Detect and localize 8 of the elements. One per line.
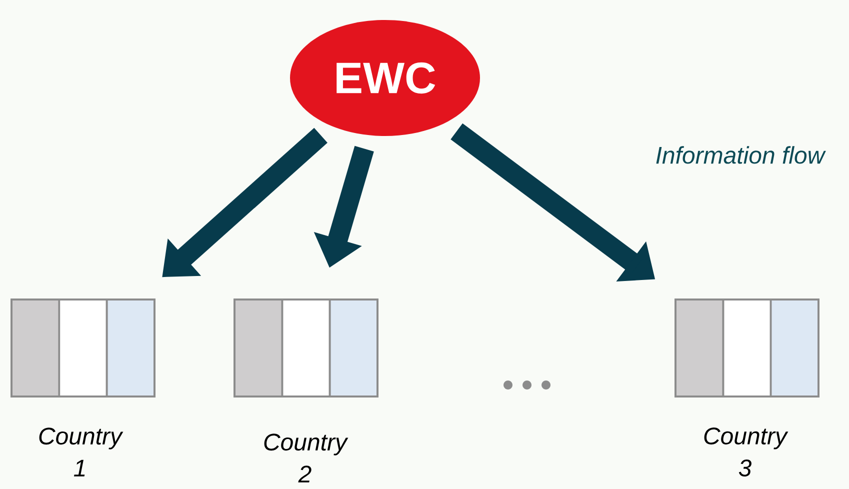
edge-label: Information flow — [653, 144, 827, 166]
flag-box — [674, 298, 820, 398]
country-label: Country 2 — [264, 434, 348, 482]
ellipse-node: EWC — [290, 20, 480, 136]
country-label: Country 1 — [39, 428, 124, 476]
flag-box — [234, 298, 378, 398]
country-label: Country 3 — [704, 428, 788, 476]
flag-box — [10, 298, 156, 398]
